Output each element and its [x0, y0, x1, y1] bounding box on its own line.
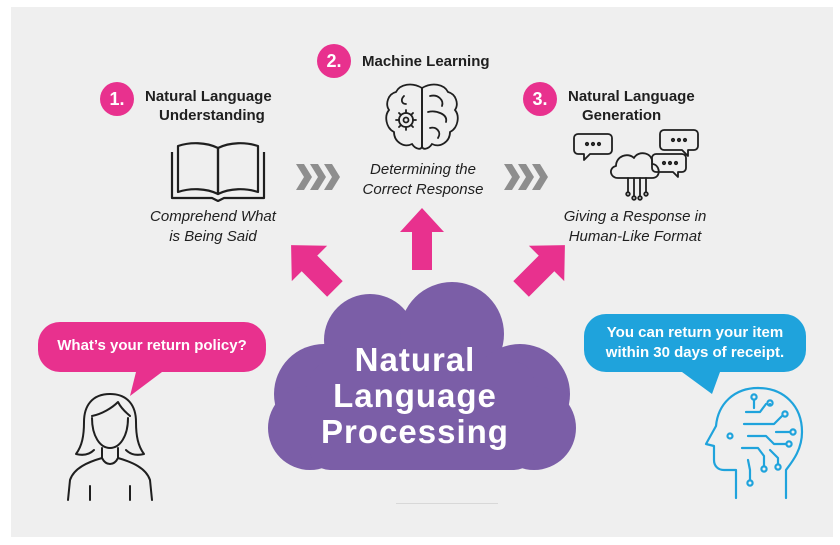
user-speech-bubble — [38, 322, 266, 396]
nlp-title: Natural Language Processing — [265, 342, 565, 450]
step-3-number: 3. — [532, 88, 548, 109]
bot-speech-bubble — [584, 314, 806, 394]
woman-avatar-icon — [67, 393, 153, 501]
arrow-up-right-icon — [513, 245, 565, 297]
bot-bubble-line1: You can return your item — [606, 324, 784, 341]
step-2-number: 2. — [326, 50, 342, 71]
step-3-caption-line2: Human-Like Format — [568, 228, 702, 245]
step-2-title-line1: Machine Learning — [362, 53, 490, 70]
user-bubble-text: What’s your return policy? — [57, 337, 247, 354]
bot-bubble-line2: within 30 days of receipt. — [605, 344, 785, 361]
step-2-badge: 2. — [317, 44, 351, 78]
step-3-caption-line1: Giving a Response in — [563, 208, 707, 225]
chevron-arrow-2-icon — [504, 164, 548, 190]
divider-line — [396, 503, 498, 504]
arrow-up-left-icon — [291, 245, 343, 297]
ai-head-icon — [704, 386, 804, 500]
step-3-title-line1: Natural Language — [568, 88, 695, 105]
step-2-title: Machine Learning — [362, 52, 490, 71]
step-1-title: Natural Language Understanding — [145, 87, 272, 125]
cloud-chat-icon — [573, 129, 699, 201]
open-book-icon — [170, 142, 266, 202]
step-1-caption-line2: is Being Said — [169, 228, 257, 245]
brain-gear-icon — [385, 83, 459, 150]
step-1-caption: Comprehend What is Being Said — [128, 207, 298, 247]
step-3-badge: 3. — [523, 82, 557, 116]
step-3-caption: Giving a Response in Human-Like Format — [545, 207, 725, 247]
step-2-caption-line1: Determining the — [370, 161, 476, 178]
step-3-title-line2: Generation — [582, 107, 662, 124]
chevron-arrow-1-icon — [296, 164, 340, 190]
nlp-title-line3: Processing — [321, 413, 509, 450]
step-1-badge: 1. — [100, 82, 134, 116]
step-3-title: Natural Language Generation — [568, 87, 695, 125]
step-2-caption: Determining the Correct Response — [338, 160, 508, 200]
step-1-number: 1. — [109, 88, 125, 109]
step-1-caption-line1: Comprehend What — [150, 208, 276, 225]
nlp-title-line1: Natural — [354, 341, 476, 378]
arrow-up-icon — [400, 208, 444, 270]
bot-bubble-text: You can return your item within 30 days … — [584, 323, 806, 363]
step-1-title-line1: Natural Language — [145, 88, 272, 105]
nlp-title-line2: Language — [333, 377, 497, 414]
step-1-title-line2: Understanding — [159, 107, 265, 124]
nlp-cloud-shape — [268, 282, 576, 470]
step-2-caption-line2: Correct Response — [362, 181, 484, 198]
